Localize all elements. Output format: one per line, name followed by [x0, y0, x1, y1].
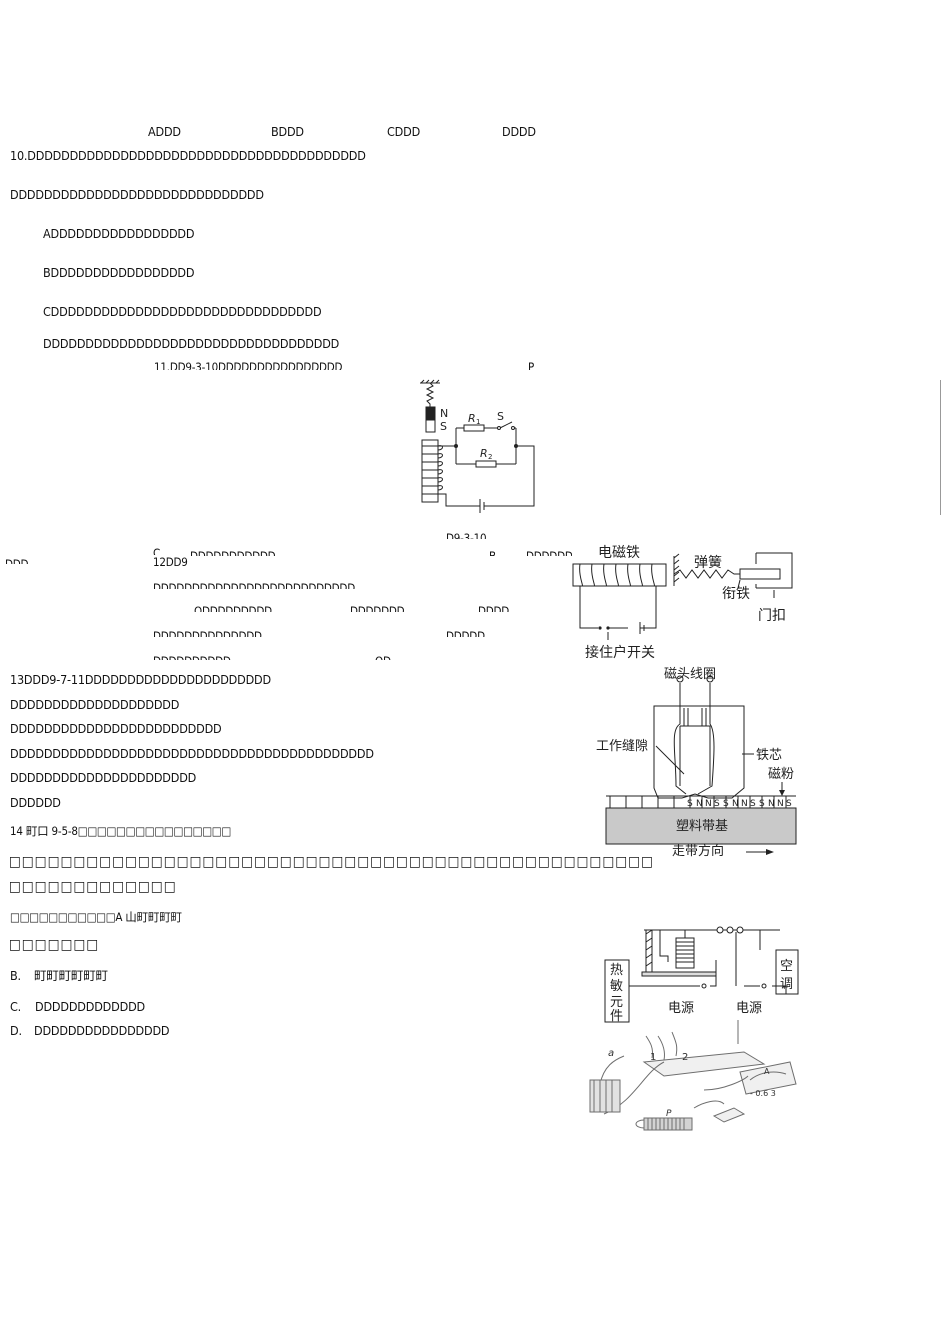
option-b: BDDD [271, 124, 304, 139]
q13-line-3: DDDDDDDDDDDDDDDDDDDDDDDDD [10, 721, 222, 736]
q12-number: 12DD9 [153, 555, 188, 569]
r2-label: R [480, 447, 488, 460]
q12-line-4a: DDDDDDDDDDDDDD [153, 629, 262, 637]
svg-text:N: N [768, 799, 775, 809]
q12-line-5a: DDDDDDDDDD [153, 653, 231, 660]
electromagnetic-lock-figure: 电磁铁 弹簧 衔铁 门扣 接住户开关 [572, 545, 793, 661]
slider-p-label: P [666, 1109, 672, 1119]
gap-label: 工作缝隙 [596, 739, 648, 754]
q10-option-c: CDDDDDDDDDDDDDDDDDDDDDDDDDDDDDDDD [43, 304, 322, 319]
q14-option-a: □□□□□□□□□□□A 山町町町町 [10, 910, 182, 924]
q12-fragment-1: DDDDDDDDDDD [190, 549, 276, 556]
svg-text:S: S [750, 799, 756, 809]
thermistor-char-3: 元 [610, 995, 623, 1010]
experiment-bench-figure: a 1 2 P A - 0.6 3 [589, 1020, 797, 1131]
page-edge-line [940, 380, 941, 515]
latch-label: 门扣 [758, 608, 786, 624]
figure-caption: D9-3-10 [446, 531, 487, 539]
svg-text:S: S [687, 799, 693, 809]
q14-body-line-1: □□□□□□□□□□□□□□□□□□□□□□□□□□□□□□□□□□□□□□□□… [9, 854, 655, 870]
switch-label: S [497, 410, 504, 423]
direction-label: 走带方向 [672, 843, 724, 859]
svg-text:S: S [786, 799, 792, 809]
pole-sequence: S N N S S N N S S N N S [687, 799, 792, 809]
r1-subscript: 1 [476, 418, 480, 426]
terminal-1-label: 1 [650, 1052, 656, 1063]
ac-char-1: 空 [780, 959, 793, 974]
q13-line-6: DDDDDD [10, 795, 61, 810]
armature-label: 衔铁 [722, 586, 750, 602]
power-label-1: 电源 [668, 1001, 694, 1016]
svg-text:N: N [777, 799, 784, 809]
svg-text:S: S [759, 799, 765, 809]
ammeter-scale-label: - 0.6 3 [750, 1089, 776, 1098]
q13-stem: 13DDD9-7-11DDDDDDDDDDDDDDDDDDDDDD [10, 672, 271, 687]
tape-base-label: 塑料带基 [676, 819, 728, 834]
r2-subscript: 2 [488, 453, 492, 461]
north-pole-label: N [440, 407, 448, 420]
option-d: DDDD [502, 124, 536, 139]
q12-left-mark: DDD [5, 557, 29, 564]
q14-option-c-letter: C. [10, 999, 22, 1014]
powder-label: 磁粉 [768, 767, 794, 782]
power-label-2: 电源 [736, 1001, 762, 1016]
south-pole-label: S [440, 420, 447, 433]
q14-option-a-cont: □□□□□□□ [9, 937, 100, 953]
q11-stem: 11.DD9-3-10DDDDDDDDDDDDDDDD [154, 360, 343, 370]
svg-text:N: N [705, 799, 712, 809]
terminal-2-label: 2 [682, 1052, 688, 1063]
svg-text:S: S [714, 799, 720, 809]
svg-text:S: S [723, 799, 729, 809]
core-label: 铁芯 [756, 748, 782, 763]
q10-option-d: DDDDDDDDDDDDDDDDDDDDDDDDDDDDDDDDDDD [43, 336, 340, 351]
option-c: CDDD [387, 124, 421, 139]
q14-option-b: 町町町町町町 [34, 968, 108, 983]
svg-text:N: N [741, 799, 748, 809]
option-a: ADDD [148, 124, 181, 139]
q12-line-4b: DDDDD [446, 629, 485, 637]
q14-body-line-2: □□□□□□□□□□□□□ [9, 879, 177, 895]
q12-line-3b: DDDDDDD [350, 604, 405, 612]
q11-edge-mark: P [528, 360, 535, 370]
q14-option-b-letter: B. [10, 968, 21, 983]
thermistor-char-4: 件 [610, 1009, 623, 1024]
thermostat-relay-figure: 热 敏 元 件 电源 电源 空 调 [604, 926, 799, 1024]
q12-col-mark: C [153, 546, 161, 555]
ammeter-label: A [764, 1067, 770, 1076]
svg-text:N: N [732, 799, 739, 809]
r1-label: R [468, 412, 476, 425]
q12-b-mark: B [489, 549, 496, 556]
q12-line-2: DDDDDDDDDDDDDDDDDDDDDDDDDD [153, 581, 355, 589]
q13-line-5: DDDDDDDDDDDDDDDDDDDDDD [10, 770, 197, 785]
q14-stem: 14 町口 9-5-8□□□□□□□□□□□□□□□□ [10, 824, 231, 838]
q13-line-4: DDDDDDDDDDDDDDDDDDDDDDDDDDDDDDDDDDDDDDDD… [10, 746, 374, 761]
electromagnet-circuit-figure: N S R 1 S R 2 [420, 379, 535, 513]
q14-option-d-letter: D. [10, 1023, 22, 1038]
q14-option-d: DDDDDDDDDDDDDDDD [34, 1023, 170, 1038]
coil-label: 磁头线圈 [664, 667, 716, 682]
switch-connection-label: 接住户开关 [585, 644, 655, 661]
thermistor-char-1: 热 [610, 963, 623, 978]
q14-option-c: DDDDDDDDDDDDD [35, 999, 145, 1014]
thermistor-char-2: 敏 [610, 979, 623, 994]
electromagnet-label: 电磁铁 [598, 545, 640, 561]
q12-line-3c: DDDD [478, 604, 510, 612]
q12-line-5b: OD [375, 653, 391, 660]
q12-fragment-2: DDDDDD [526, 549, 572, 556]
q13-line-2: DDDDDDDDDDDDDDDDDDDD [10, 697, 180, 712]
q10-stem: 10.DDDDDDDDDDDDDDDDDDDDDDDDDDDDDDDDDDDDD… [10, 148, 366, 163]
q10-option-b: BDDDDDDDDDDDDDDDDD [43, 265, 195, 280]
ac-char-2: 调 [780, 977, 793, 992]
q10-option-a: ADDDDDDDDDDDDDDDDD [43, 226, 195, 241]
terminal-a-label: a [608, 1048, 614, 1059]
magnetic-head-figure: 磁头线圈 工作缝隙 铁芯 磁粉 塑料带基 走带方向 S N N S S N N … [596, 667, 797, 859]
spring-label: 弹簧 [694, 555, 722, 571]
q12-line-3a: ODDDDDDDDD [194, 604, 272, 612]
svg-text:N: N [696, 799, 703, 809]
q10-line2: DDDDDDDDDDDDDDDDDDDDDDDDDDDDDD [10, 187, 264, 202]
